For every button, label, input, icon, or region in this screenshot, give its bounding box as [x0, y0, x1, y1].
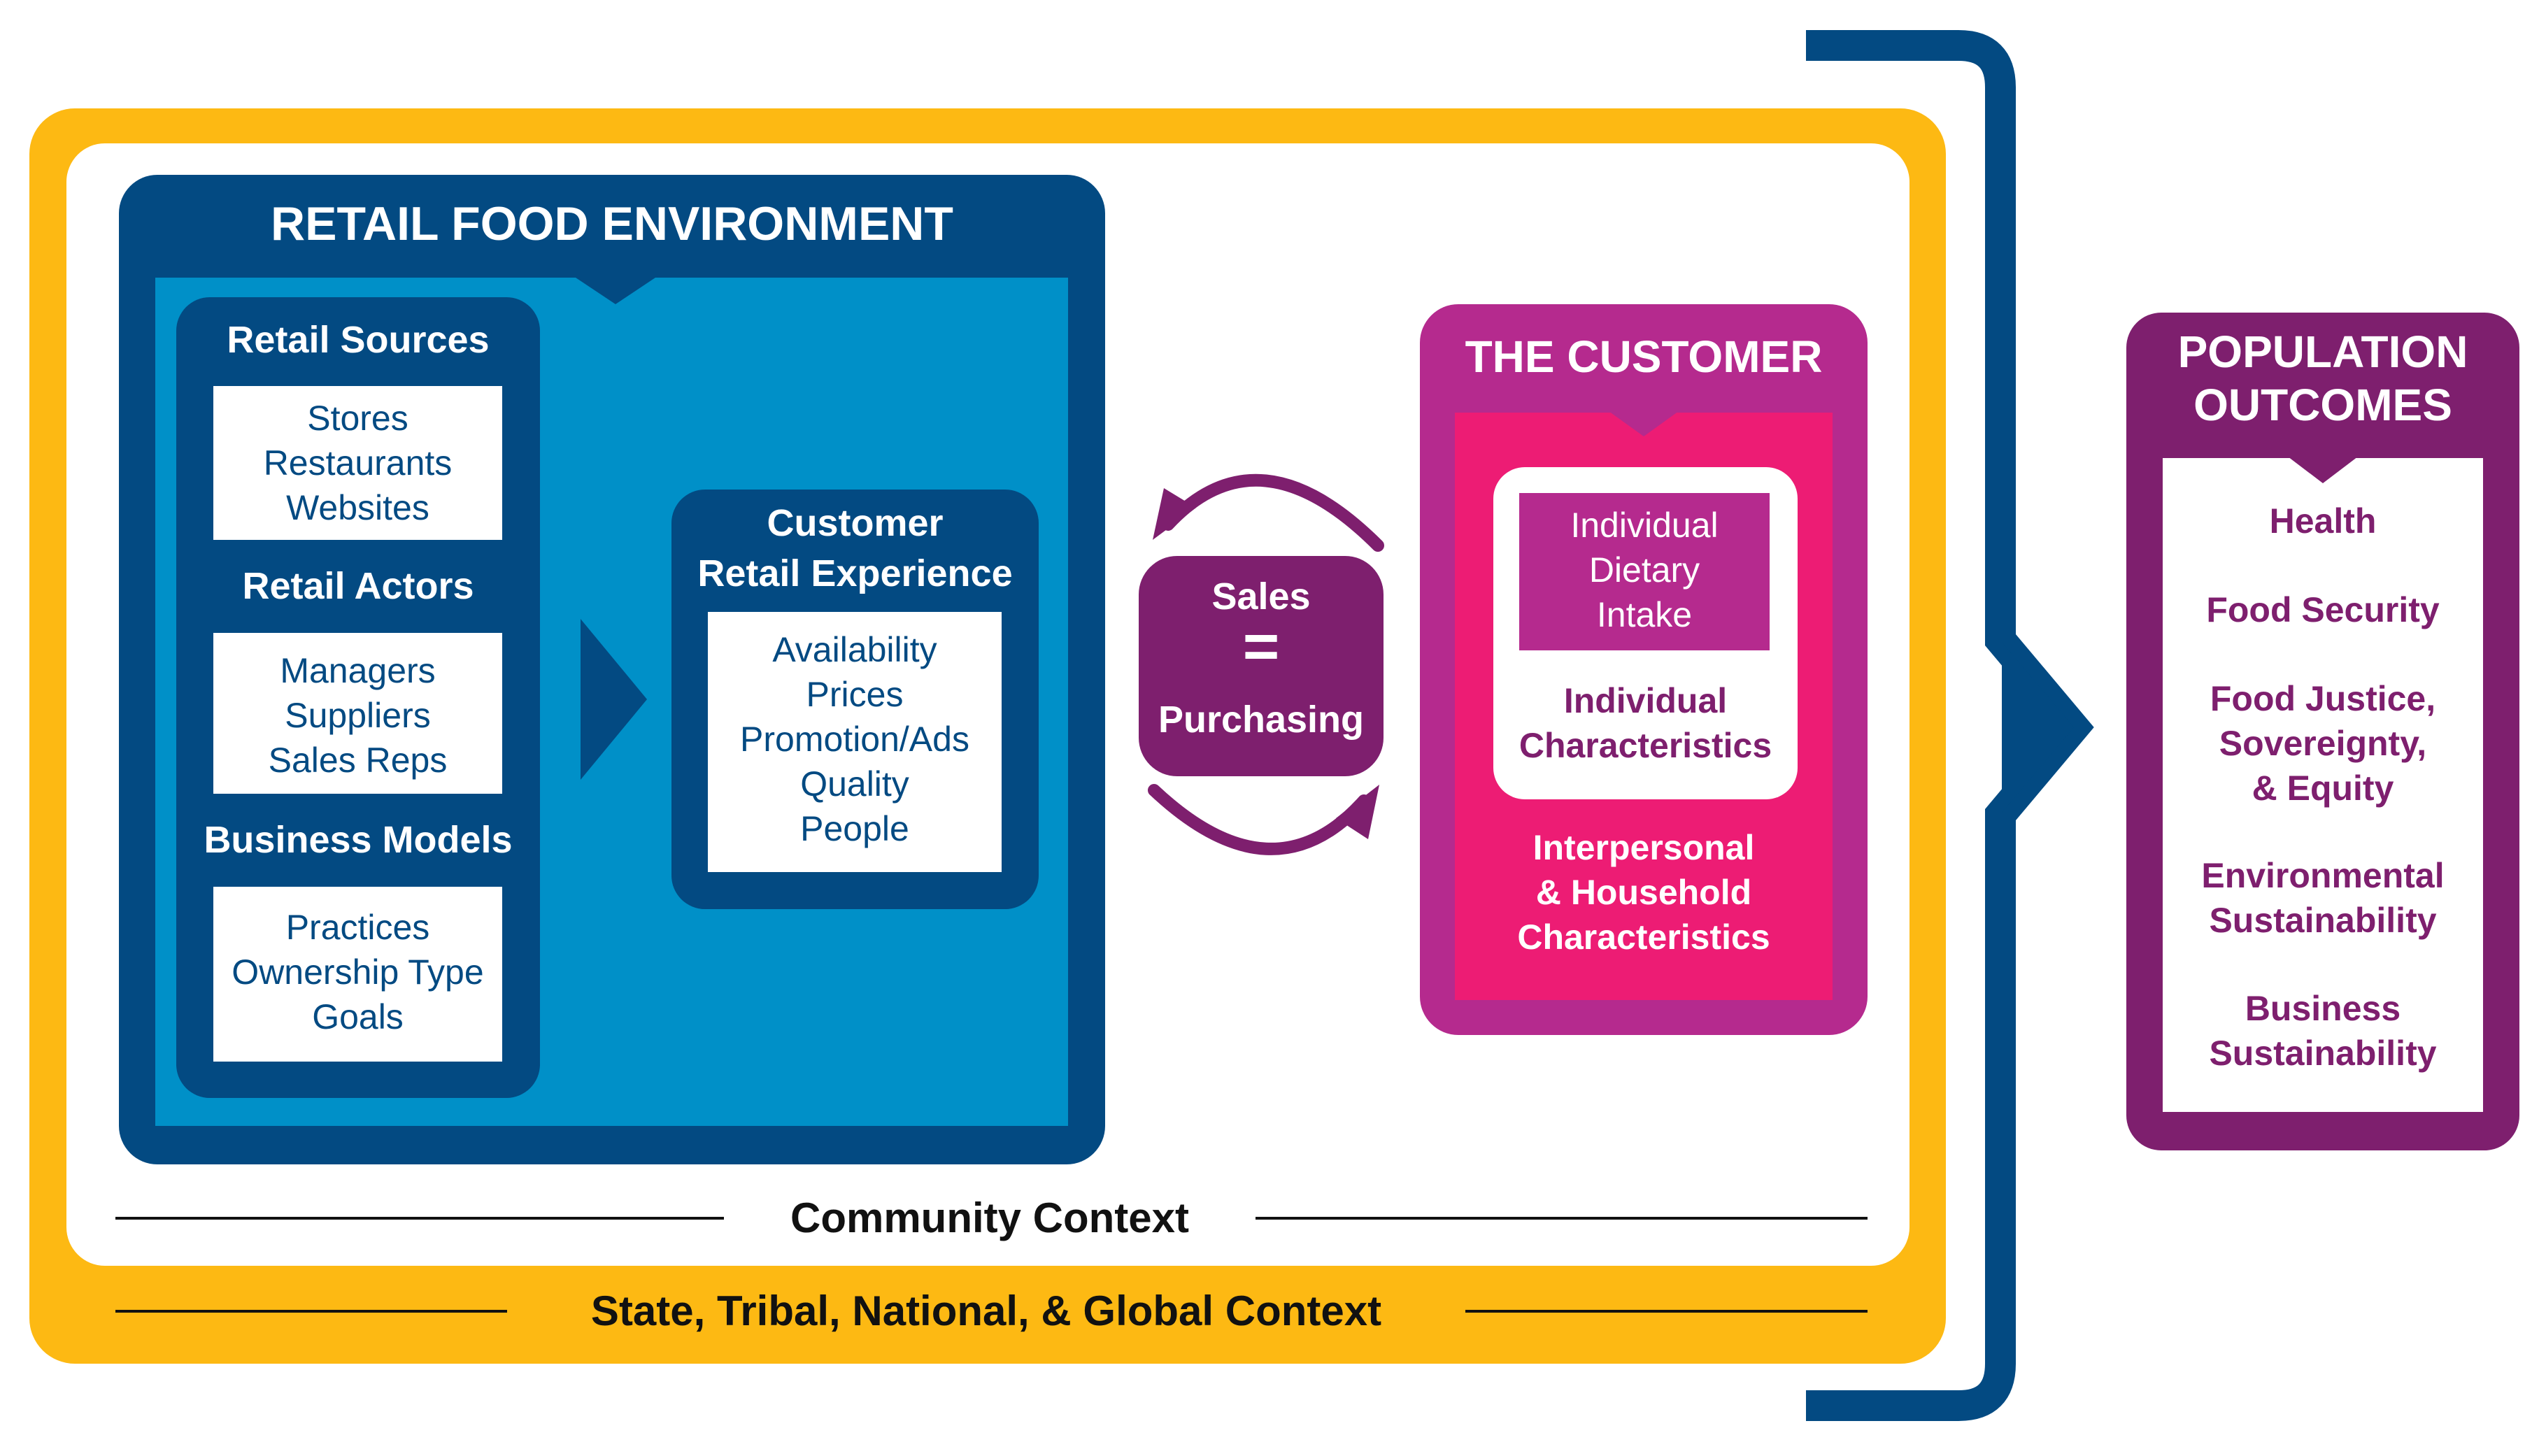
household-characteristics: Interpersonal & Household Characteristic…	[1455, 825, 1833, 972]
state-rule-left	[115, 1310, 507, 1313]
customer-title-pointer	[1609, 411, 1679, 436]
sales-label: Sales	[1211, 576, 1311, 618]
business-models-item: Ownership Type	[232, 952, 484, 992]
heading-line: Customer	[767, 502, 944, 544]
business-models-item: Goals	[312, 997, 404, 1036]
cre-item: Availability	[772, 630, 937, 669]
community-rule-right	[1256, 1217, 1868, 1220]
title-line: POPULATION	[2177, 327, 2468, 377]
community-rule-left	[115, 1217, 724, 1220]
flow-arrow-icon	[581, 619, 647, 780]
outcome-line: Sustainability	[2209, 1034, 2437, 1073]
cre-item: People	[800, 809, 909, 848]
dietary-line: Intake	[1596, 595, 1693, 634]
customer-retail-experience-heading: Customer Retail Experience	[671, 498, 1039, 603]
cycle-arrows-icon	[1148, 473, 1384, 855]
dietary-intake-box: Individual Dietary Intake	[1519, 493, 1770, 650]
retail-actors-item: Managers	[280, 651, 436, 690]
outcome-item-environmental: Environmental Sustainability	[2163, 853, 2483, 943]
population-outcomes-list	[2163, 458, 2483, 1112]
rfe-title-pointer	[574, 276, 657, 304]
retail-actors-item: Suppliers	[285, 696, 431, 735]
individual-line: Characteristics	[1519, 726, 1772, 765]
business-models-box: Practices Ownership Type Goals	[213, 887, 502, 1062]
outcome-line: Sovereignty,	[2219, 724, 2427, 763]
retail-sources-item: Restaurants	[263, 443, 453, 483]
outcome-line: Food Security	[2206, 590, 2440, 629]
retail-actors-item: Sales Reps	[268, 741, 448, 780]
retail-actors-box: Managers Suppliers Sales Reps	[213, 633, 502, 794]
outcome-line: Health	[2269, 501, 2377, 541]
community-context-label: Community Context	[790, 1194, 1189, 1241]
state-context-label: State, Tribal, National, & Global Contex…	[590, 1287, 1382, 1334]
sales-purchasing-box	[1139, 556, 1384, 776]
household-line: Interpersonal	[1532, 828, 1755, 867]
purchasing-label: Purchasing	[1158, 699, 1365, 741]
business-models-heading: Business Models	[204, 819, 513, 861]
title-line: OUTCOMES	[2193, 380, 2452, 430]
heading-line: Retail Experience	[697, 552, 1013, 594]
household-line: & Household	[1535, 873, 1752, 912]
outcome-item-business: Business Sustainability	[2163, 986, 2483, 1076]
individual-characteristics: Individual Characteristics	[1493, 678, 1798, 776]
individual-line: Individual	[1563, 681, 1728, 720]
outcome-line: & Equity	[2252, 769, 2394, 808]
household-line: Characteristics	[1517, 918, 1770, 957]
retail-actors-heading: Retail Actors	[242, 565, 474, 607]
dietary-line: Dietary	[1588, 550, 1700, 590]
retail-sources-item: Websites	[286, 488, 429, 527]
dietary-line: Individual	[1570, 506, 1719, 545]
state-rule-right	[1465, 1310, 1868, 1313]
cre-item: Prices	[806, 675, 904, 714]
cre-item: Quality	[800, 764, 909, 804]
customer-title: THE CUSTOMER	[1465, 331, 1823, 382]
retail-sources-box: Stores Restaurants Websites	[213, 386, 502, 540]
outcome-line: Sustainability	[2209, 901, 2437, 940]
outcome-line: Environmental	[2201, 856, 2445, 895]
retail-sources-heading: Retail Sources	[227, 319, 490, 361]
business-models-item: Practices	[285, 908, 430, 947]
outcome-item-food-security: Food Security	[2163, 587, 2483, 632]
customer-retail-experience-box: Availability Prices Promotion/Ads Qualit…	[708, 612, 1002, 872]
outcome-line: Food Justice,	[2210, 679, 2436, 718]
outcomes-title-pointer	[2288, 457, 2358, 483]
cre-item: Promotion/Ads	[740, 720, 969, 759]
retail-sources-item: Stores	[307, 399, 408, 438]
population-outcomes-title: POPULATION OUTCOMES	[2126, 325, 2519, 437]
outcome-item-health: Health	[2163, 499, 2483, 543]
equals-sign: =	[1242, 612, 1280, 682]
outcome-line: Business	[2245, 989, 2401, 1028]
outcome-item-food-justice: Food Justice, Sovereignty, & Equity	[2163, 676, 2483, 811]
retail-food-environment-title: RETAIL FOOD ENVIRONMENT	[271, 197, 953, 250]
